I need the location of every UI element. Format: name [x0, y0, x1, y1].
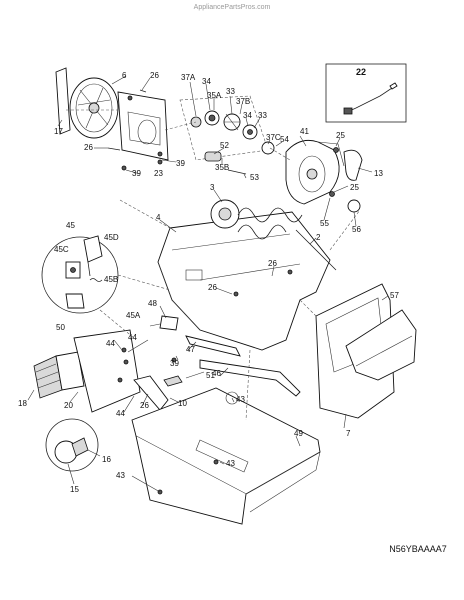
label-7: 7: [346, 429, 351, 438]
gear-train: [179, 95, 275, 175]
inset-wire-harness: 22: [325, 63, 407, 123]
label-50: 50: [56, 323, 65, 332]
label-34b: 34: [243, 111, 252, 120]
part-labels: 6 26 17 37A 34 35A 33 37B 34 33 37C 54 4…: [18, 71, 399, 494]
label-37c: 37C: [266, 133, 281, 142]
auger-motor-cover: [285, 139, 363, 213]
label-55: 55: [320, 219, 329, 228]
label-39c: 39: [170, 359, 179, 368]
label-37a: 37A: [181, 73, 196, 82]
label-51: 51: [206, 371, 215, 380]
label-37b: 37B: [236, 97, 250, 106]
label-43c: 43: [116, 471, 125, 480]
inset-label: 22: [356, 67, 366, 77]
label-56: 56: [352, 225, 361, 234]
label-26e: 26: [140, 401, 149, 410]
label-33: 33: [226, 87, 235, 96]
label-54: 54: [280, 135, 289, 144]
label-57: 57: [390, 291, 399, 300]
label-35b: 35B: [215, 163, 229, 172]
label-26c: 26: [268, 259, 277, 268]
bottom-housing: [131, 387, 321, 525]
label-43b: 43: [226, 459, 235, 468]
label-2: 2: [316, 233, 321, 242]
label-39: 39: [176, 159, 185, 168]
label-46: 46: [212, 369, 221, 378]
drive-motor-assembly: [55, 67, 169, 171]
label-47: 47: [186, 345, 195, 354]
label-48: 48: [148, 299, 157, 308]
label-6: 6: [122, 71, 127, 80]
label-52: 52: [220, 141, 229, 150]
shutter-linkage: [133, 315, 301, 411]
label-4: 4: [156, 213, 161, 222]
diagram-code: N56YBAAAA7: [389, 544, 447, 554]
label-17: 17: [54, 127, 63, 136]
label-44b: 44: [128, 333, 137, 342]
label-45: 45: [66, 221, 75, 230]
lamp-inset: [45, 418, 99, 472]
label-18: 18: [18, 399, 27, 408]
label-10: 10: [178, 399, 187, 408]
label-20: 20: [64, 401, 73, 410]
auger-motor: [33, 329, 141, 413]
label-33b: 33: [258, 111, 267, 120]
label-41: 41: [300, 127, 309, 136]
watermark: AppliancePartsPros.com: [194, 4, 271, 11]
label-44: 44: [106, 339, 115, 348]
explode-lines: [66, 109, 361, 421]
label-45c: 45C: [54, 245, 69, 254]
label-45a: 45A: [126, 311, 141, 320]
label-13: 13: [374, 169, 383, 178]
label-44c: 44: [116, 409, 125, 418]
label-16: 16: [102, 455, 111, 464]
label-53: 53: [250, 173, 259, 182]
ice-bucket: [157, 199, 337, 351]
label-23: 23: [154, 169, 163, 178]
label-25b: 25: [350, 183, 359, 192]
leader-lines: [27, 75, 389, 493]
label-25: 25: [336, 131, 345, 140]
dispenser-front: [315, 283, 417, 419]
label-45b: 45B: [104, 275, 118, 284]
label-49: 49: [294, 429, 303, 438]
label-39b: 39: [132, 169, 141, 178]
label-26b: 26: [84, 143, 93, 152]
label-35a: 35A: [207, 91, 222, 100]
label-45d: 45D: [104, 233, 119, 242]
label-34: 34: [202, 77, 211, 86]
label-3: 3: [210, 183, 215, 192]
label-26d: 26: [208, 283, 217, 292]
label-43a: 43: [236, 395, 245, 404]
label-15: 15: [70, 485, 79, 494]
label-26: 26: [150, 71, 159, 80]
